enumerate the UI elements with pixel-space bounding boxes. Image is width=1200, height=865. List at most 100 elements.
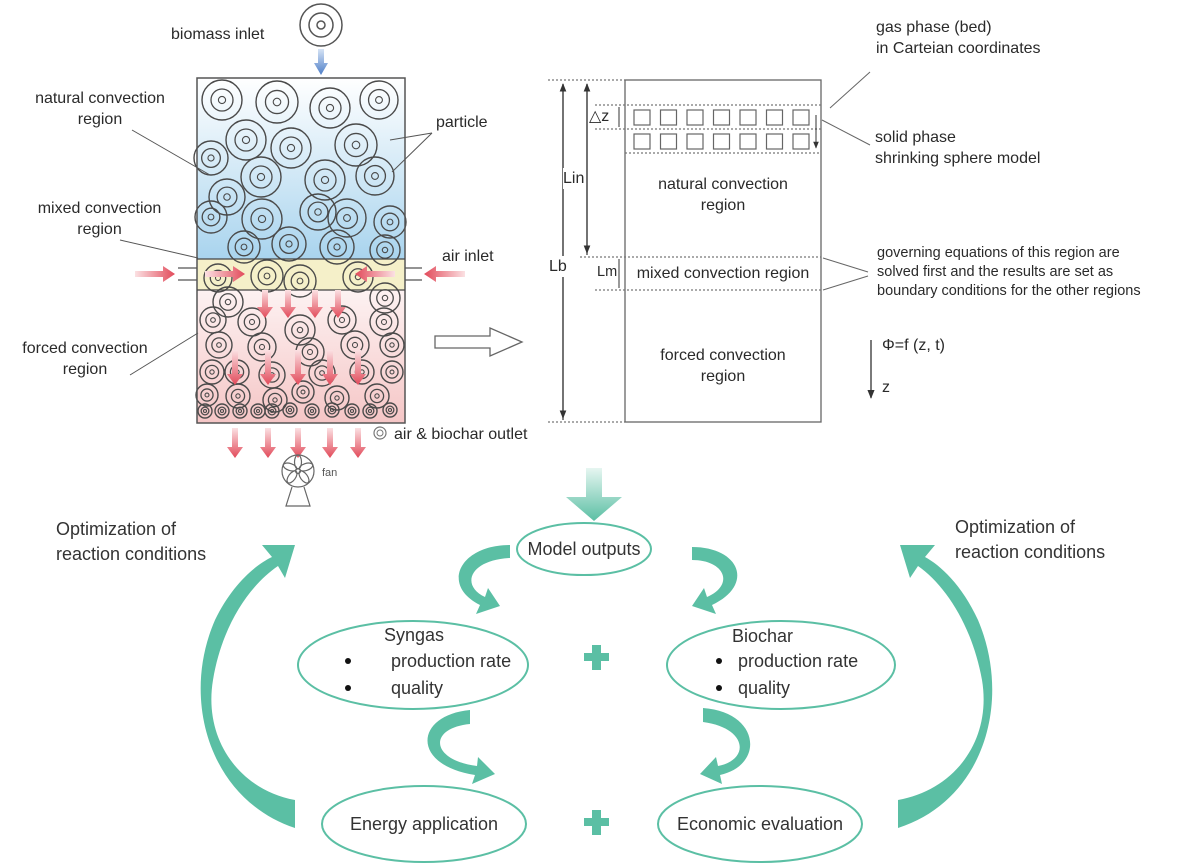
reactor-wall [196,77,406,424]
natural-convection-label: natural convection region [35,90,165,128]
to-model-arrow-icon [434,327,524,357]
particle-icon [247,332,277,362]
particle-icon [270,127,312,169]
air-arrow-icon [424,266,465,282]
grid-dotted-lines [548,79,821,423]
particle-icon [195,383,219,407]
particle-icon [232,403,248,419]
air-arrow-icon [322,350,338,385]
solid-cell [712,133,731,150]
biochar-bullet: quality [738,678,791,698]
particle-icon [264,403,280,419]
air-arrow-icon [227,350,243,385]
solid-cell [633,133,651,150]
particle-icon [237,307,267,337]
lm-label: Lm [597,263,618,282]
syngas-bullet: production rate [391,651,512,671]
air-arrow-icon [322,428,338,458]
fan-icon [281,454,315,507]
solid-cell [686,109,704,126]
syngas-title: Syngas [384,625,445,645]
particle-icon [203,263,233,293]
particle-icon [359,80,399,120]
lin-label: Lin [563,168,585,189]
plus-icons [584,645,609,835]
particle-icon [334,123,378,167]
particle-icon [271,226,307,262]
particle-icon [362,403,378,419]
particle-icon [197,403,213,419]
model-forced-region-label: forced convection region [660,347,786,385]
solid-cell [792,133,810,150]
model-schematic [548,71,875,423]
bullet-dots [345,658,722,691]
optimization-left-label: Optimization of reaction conditions [56,519,207,564]
solid-cell [765,109,784,126]
particle-icon [227,230,261,264]
particles [193,79,407,419]
particle-icon [225,119,267,161]
particle-icon [379,332,405,358]
plus-icon [592,810,601,835]
solid-cell [659,133,678,150]
natural-convection-zone [197,78,405,259]
biomass-inlet-arrow-icon [314,49,328,75]
air-arrow-icon [307,290,323,318]
energy-application-node: Energy application [349,814,499,834]
particle-icon [327,198,367,238]
particle-icon [299,193,337,231]
solid-cell [792,109,810,126]
particle-icon [194,200,228,234]
particle-icon [262,387,288,413]
air-arrow-icon [260,428,276,458]
solid-cell [739,133,757,150]
air-arrow-icon [290,428,306,458]
solid-cell [633,109,651,126]
air-arrow-icon [330,290,346,318]
biochar-to-economic-arrow [700,708,751,784]
optimization-right-label: Optimization of reaction conditions [955,517,1106,562]
air-arrow-icon [350,428,366,458]
outlet-label: air & biochar outlet [394,426,528,443]
air-flow-arrows [135,266,465,458]
particle-icon [205,331,233,359]
air-arrow-icon [290,350,306,385]
particle-icon [291,380,315,404]
particle-icon [319,229,355,265]
air-arrow-icon [280,290,296,318]
particle-icon [355,156,395,196]
particle-icon [193,140,229,176]
forced-convection-label: forced convection region [22,340,148,378]
syngas-bullet: quality [391,678,444,698]
particle-label: particle [436,114,488,131]
economic-node-shape [657,785,863,863]
reactor [135,77,465,458]
particle-icon [240,156,282,198]
air-arrow-icon [135,266,175,282]
particle-icon [373,205,407,239]
air-arrow-icon [227,428,243,458]
particle-icon [304,403,320,419]
flow-nodes [297,522,896,863]
particle-icon [199,359,225,385]
model-bed-outline [624,79,822,423]
solid-cell [765,133,784,150]
model-natural-region-label: natural convection region [658,176,788,214]
syngas-node-shape [297,620,529,710]
delta-z-label: △z [589,108,610,125]
outputs-to-biochar-arrow [692,547,738,614]
particle-icon [212,286,244,318]
particle-icon [380,360,404,384]
air-arrow-icon [350,350,366,385]
biomass-inlet-label: biomass inlet [171,26,265,43]
particle-icon [344,403,360,419]
particle-icon [382,402,398,418]
outputs-to-syngas-arrow [458,545,510,614]
solid-cell [712,109,731,126]
model-to-outputs-arrow-icon [566,468,622,521]
solid-phase-label: solid phase shrinking sphere model [875,129,1041,167]
particle-icon [255,80,299,124]
air-arrow-icon [260,350,276,385]
fan-label: fan [322,467,338,479]
